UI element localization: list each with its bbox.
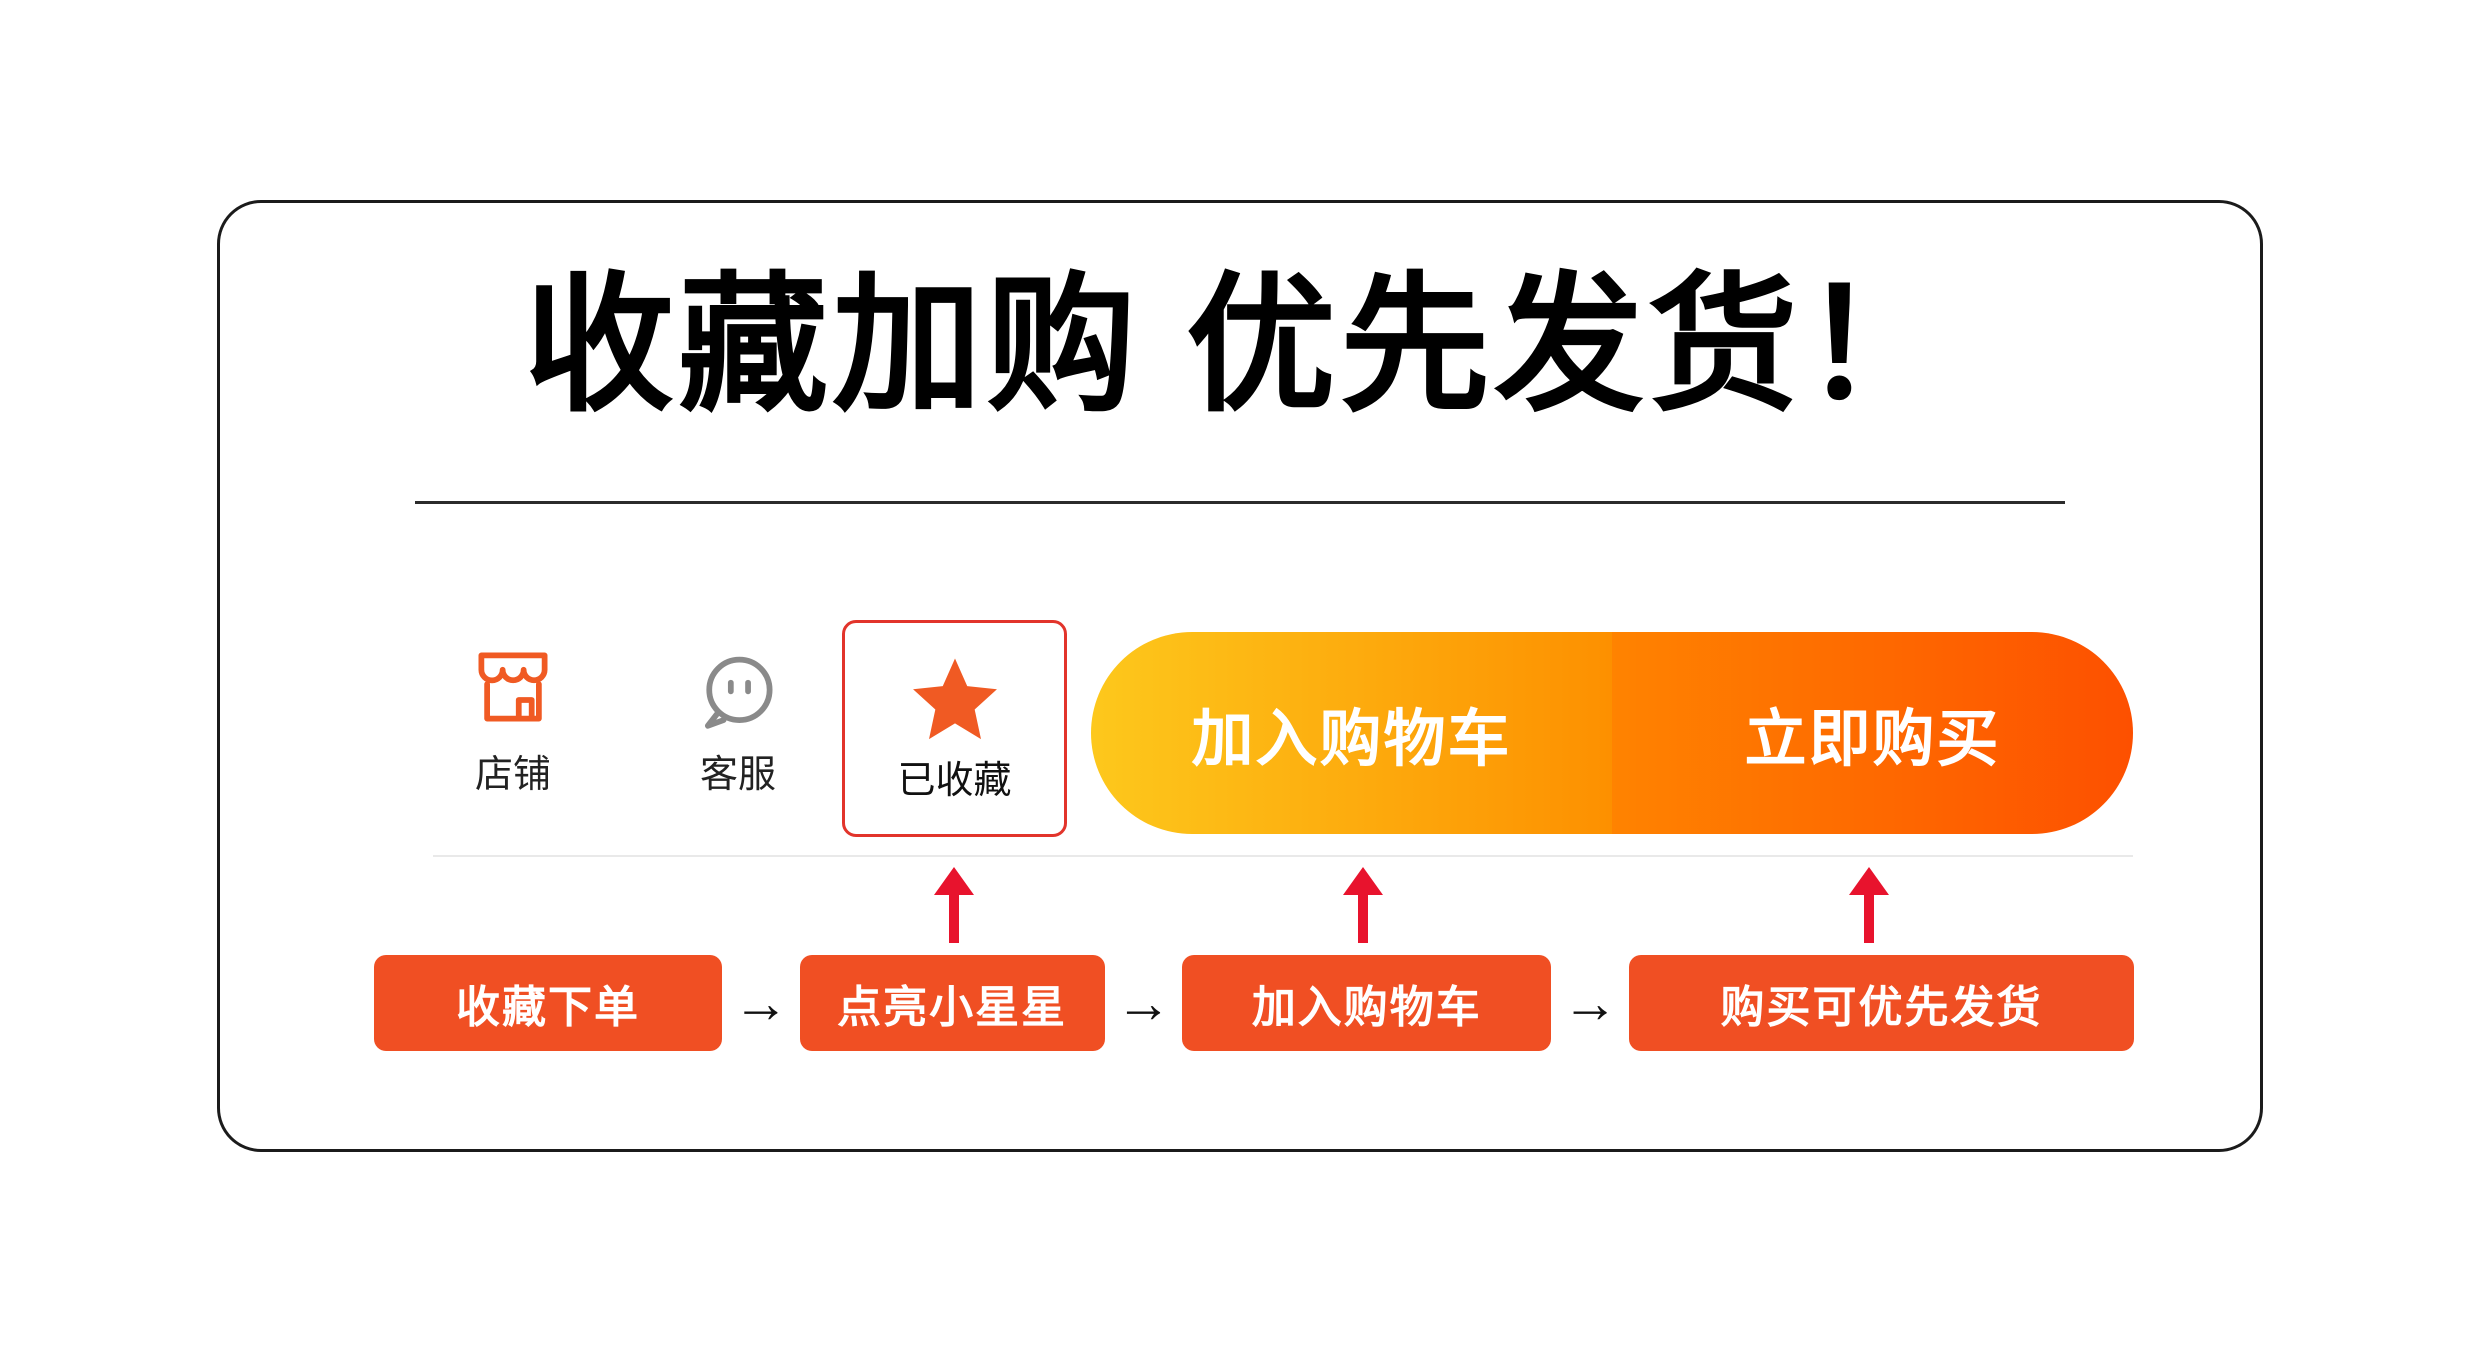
- customer-service-button[interactable]: 客服: [668, 641, 808, 798]
- product-toolbar: 店铺 客服 已收藏 加入购物车 立即购买: [220, 611, 2260, 861]
- up-arrow-buy-icon: [1847, 867, 1891, 943]
- steps-flow: 收藏下单 → 点亮小星星 → 加入购物车 → 购买可优先发货: [374, 955, 2134, 1051]
- up-arrow-favorite-icon: [932, 867, 976, 943]
- up-arrow-cart-icon: [1341, 867, 1385, 943]
- step-favorite-order: 收藏下单: [374, 955, 722, 1051]
- storefront-icon: [467, 641, 559, 733]
- title-underline: [415, 501, 2065, 504]
- promo-card: 收藏加购 优先发货！ 店铺 客服: [217, 200, 2263, 1152]
- toolbar-divider: [433, 855, 2133, 857]
- right-arrow-icon: →: [1562, 971, 1619, 1034]
- right-arrow-icon: →: [732, 971, 789, 1034]
- chat-bubble-icon: [692, 641, 784, 733]
- favorite-label: 已收藏: [897, 760, 1012, 802]
- service-label: 客服: [699, 754, 776, 796]
- step-light-star: 点亮小星星: [799, 955, 1105, 1051]
- right-arrow-icon: →: [1115, 971, 1172, 1034]
- add-to-cart-button[interactable]: 加入购物车: [1091, 632, 1612, 834]
- favorite-button[interactable]: 已收藏: [842, 620, 1067, 837]
- buy-now-button[interactable]: 立即购买: [1612, 632, 2133, 834]
- purchase-pill: 加入购物车 立即购买: [1091, 632, 2133, 834]
- promo-title: 收藏加购 优先发货！: [524, 261, 1956, 429]
- step-priority-ship: 购买可优先发货: [1628, 955, 2134, 1051]
- shop-button[interactable]: 店铺: [443, 641, 583, 798]
- step-add-cart: 加入购物车: [1182, 955, 1552, 1051]
- star-icon: [911, 653, 999, 741]
- shop-label: 店铺: [474, 754, 551, 796]
